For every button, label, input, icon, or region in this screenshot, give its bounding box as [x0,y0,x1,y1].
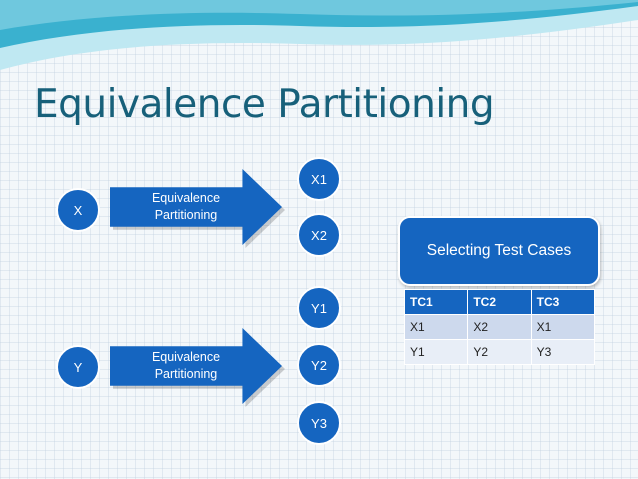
partition-circle-x2: X2 [297,213,341,257]
table-cell: Y3 [530,339,596,365]
table-row: Y1 Y2 Y3 [403,339,596,365]
wave-highlight [0,0,638,30]
table-header-row: TC1 TC2 TC3 [403,289,596,315]
partition-circle-x1: X1 [297,157,341,201]
arrow-label-x: Equivalence Partitioning [141,190,231,224]
arrow-label-y-line2: Partitioning [154,367,218,381]
partition-circle-y3: Y3 [297,401,341,445]
slide-title: Equivalence Partitioning [34,82,495,127]
table-cell: Y2 [467,339,532,365]
table-row: X1 X2 X1 [403,314,596,340]
arrow-label-y-line1: Equivalence [151,350,221,364]
table-header-tc1: TC1 [403,289,469,315]
arrow-label-x-line1: Equivalence [151,191,221,205]
table-header-tc3: TC3 [530,289,596,315]
arrow-label-x-line2: Partitioning [154,208,218,222]
table-header-tc2: TC2 [467,289,532,315]
arrow-label-y: Equivalence Partitioning [141,349,231,383]
wave-header [0,0,638,70]
table-cell: Y1 [403,339,469,365]
partition-circle-y1: Y1 [297,286,341,330]
input-circle-y: Y [56,345,100,389]
input-circle-x: X [56,188,100,232]
selecting-test-cases-box: Selecting Test Cases [398,216,600,286]
test-case-table: TC1 TC2 TC3 X1 X2 X1 Y1 Y2 Y3 [403,289,596,365]
table-cell: X1 [530,314,596,340]
table-cell: X2 [467,314,532,340]
table-cell: X1 [403,314,469,340]
partition-circle-y2: Y2 [297,343,341,387]
